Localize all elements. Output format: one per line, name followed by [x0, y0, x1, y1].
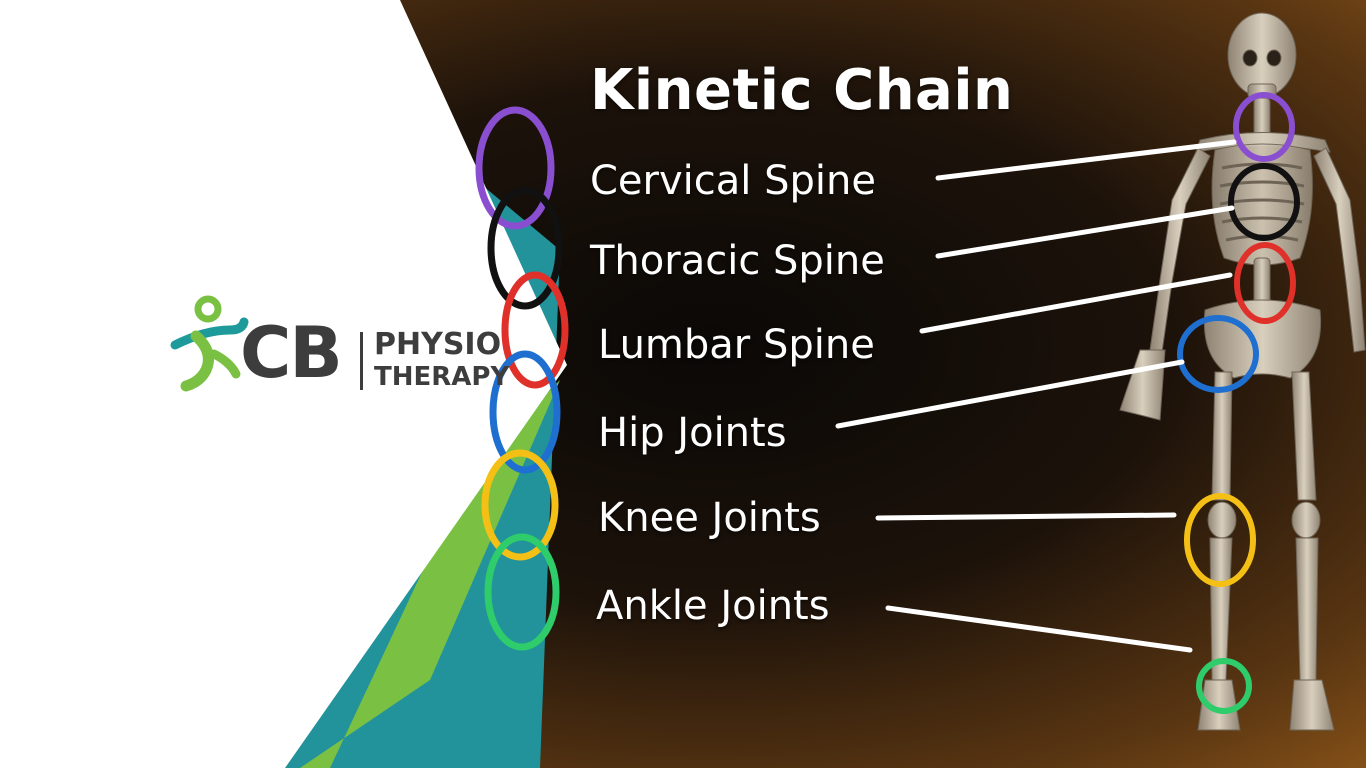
ring-ankle: [484, 533, 560, 651]
label-ankle-joints: Ankle Joints: [596, 583, 830, 629]
label-lumbar-spine: Lumbar Spine: [598, 322, 875, 368]
label-thoracic-spine: Thoracic Spine: [590, 238, 885, 284]
skeleton: [1119, 12, 1366, 731]
label-hip-joints: Hip Joints: [598, 410, 787, 456]
ring-thoracic: [487, 186, 563, 310]
logo-line-1: PHYSIO: [374, 327, 502, 362]
skeleton-ring-cervical: [1233, 92, 1295, 162]
skeleton-ring-ankle: [1196, 658, 1252, 714]
pointer-line-ankle: [885, 605, 1193, 653]
white-panel: [0, 0, 567, 768]
pointer-line-lumbar: [919, 272, 1233, 334]
cb-physiotherapy-logo: CB PHYSIO THERAPY: [170, 296, 530, 396]
pointer-line-cervical: [935, 139, 1237, 181]
ring-cervical: [475, 106, 555, 230]
logo-line-2: THERAPY: [374, 362, 510, 392]
skeleton-ring-lumbar: [1234, 242, 1296, 324]
skeleton-ring-hip: [1177, 315, 1259, 393]
pointer-line-hip: [835, 359, 1185, 429]
pointer-line-knee: [875, 512, 1177, 521]
diagram-title: Kinetic Chain: [590, 58, 1014, 123]
label-cervical-spine: Cervical Spine: [590, 158, 876, 204]
label-knee-joints: Knee Joints: [598, 495, 821, 541]
skeleton-ring-knee: [1184, 493, 1256, 587]
green-panel: [300, 380, 560, 768]
logo-initials: CB: [240, 312, 343, 394]
runner-icon: [170, 295, 249, 392]
skeleton-ring-thoracic: [1228, 163, 1300, 241]
ring-lumbar: [501, 271, 569, 389]
logo-divider: [360, 332, 363, 390]
ring-knee: [481, 449, 559, 561]
ring-hip: [489, 350, 561, 474]
pointer-line-thoracic: [935, 205, 1235, 259]
